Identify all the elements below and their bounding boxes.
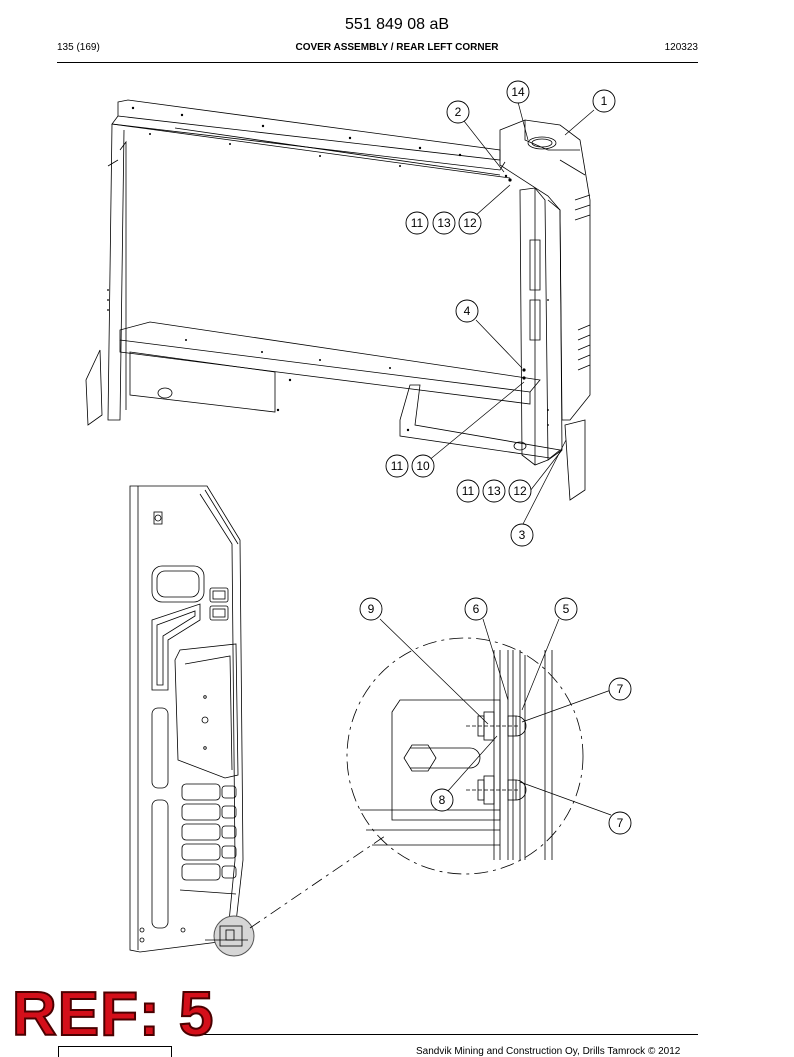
louver-group <box>181 783 237 881</box>
callout-13: 13 <box>437 216 451 230</box>
ref-stamp: REF: 5 <box>11 980 215 1049</box>
callout-9: 9 <box>368 602 375 616</box>
header-rule <box>57 62 698 63</box>
callout-3: 3 <box>519 528 526 542</box>
callout-10: 10 <box>416 459 430 473</box>
callout-11: 11 <box>391 459 404 473</box>
callout-6: 6 <box>473 602 480 616</box>
callout-13: 13 <box>487 484 501 498</box>
enlarged-detail-view <box>346 637 584 875</box>
callout-5: 5 <box>563 602 570 616</box>
callout-12: 12 <box>513 484 527 498</box>
rear-frame-assembly <box>85 99 591 501</box>
callout-4: 4 <box>464 304 471 318</box>
callout-8: 8 <box>439 793 446 807</box>
callout-2: 2 <box>455 105 462 119</box>
brand-logo <box>58 1046 172 1057</box>
callout-7: 7 <box>617 816 624 830</box>
date-code: 120323 <box>664 42 698 53</box>
document-number: 551 849 08 aB <box>344 16 450 33</box>
callout-1: 1 <box>601 94 608 108</box>
callout-12: 12 <box>463 216 477 230</box>
callout-11: 11 <box>462 484 475 498</box>
callout-11: 11 <box>411 216 424 230</box>
page-title: COVER ASSEMBLY / REAR LEFT CORNER <box>295 42 499 53</box>
callout-7: 7 <box>617 682 624 696</box>
leader-lines <box>379 101 612 816</box>
detail-leader-line <box>249 835 386 929</box>
footer-rule <box>200 1034 698 1035</box>
callout-numbers: 14 1 2 11 13 12 4 11 10 11 13 12 3 9 6 5… <box>368 85 624 830</box>
callout-14: 14 <box>511 85 525 99</box>
footer-copyright: Sandvik Mining and Construction Oy, Dril… <box>416 1046 681 1057</box>
callout-balloons <box>359 80 632 835</box>
side-view-drawing <box>129 485 255 957</box>
page-number: 135 (169) <box>57 42 100 53</box>
